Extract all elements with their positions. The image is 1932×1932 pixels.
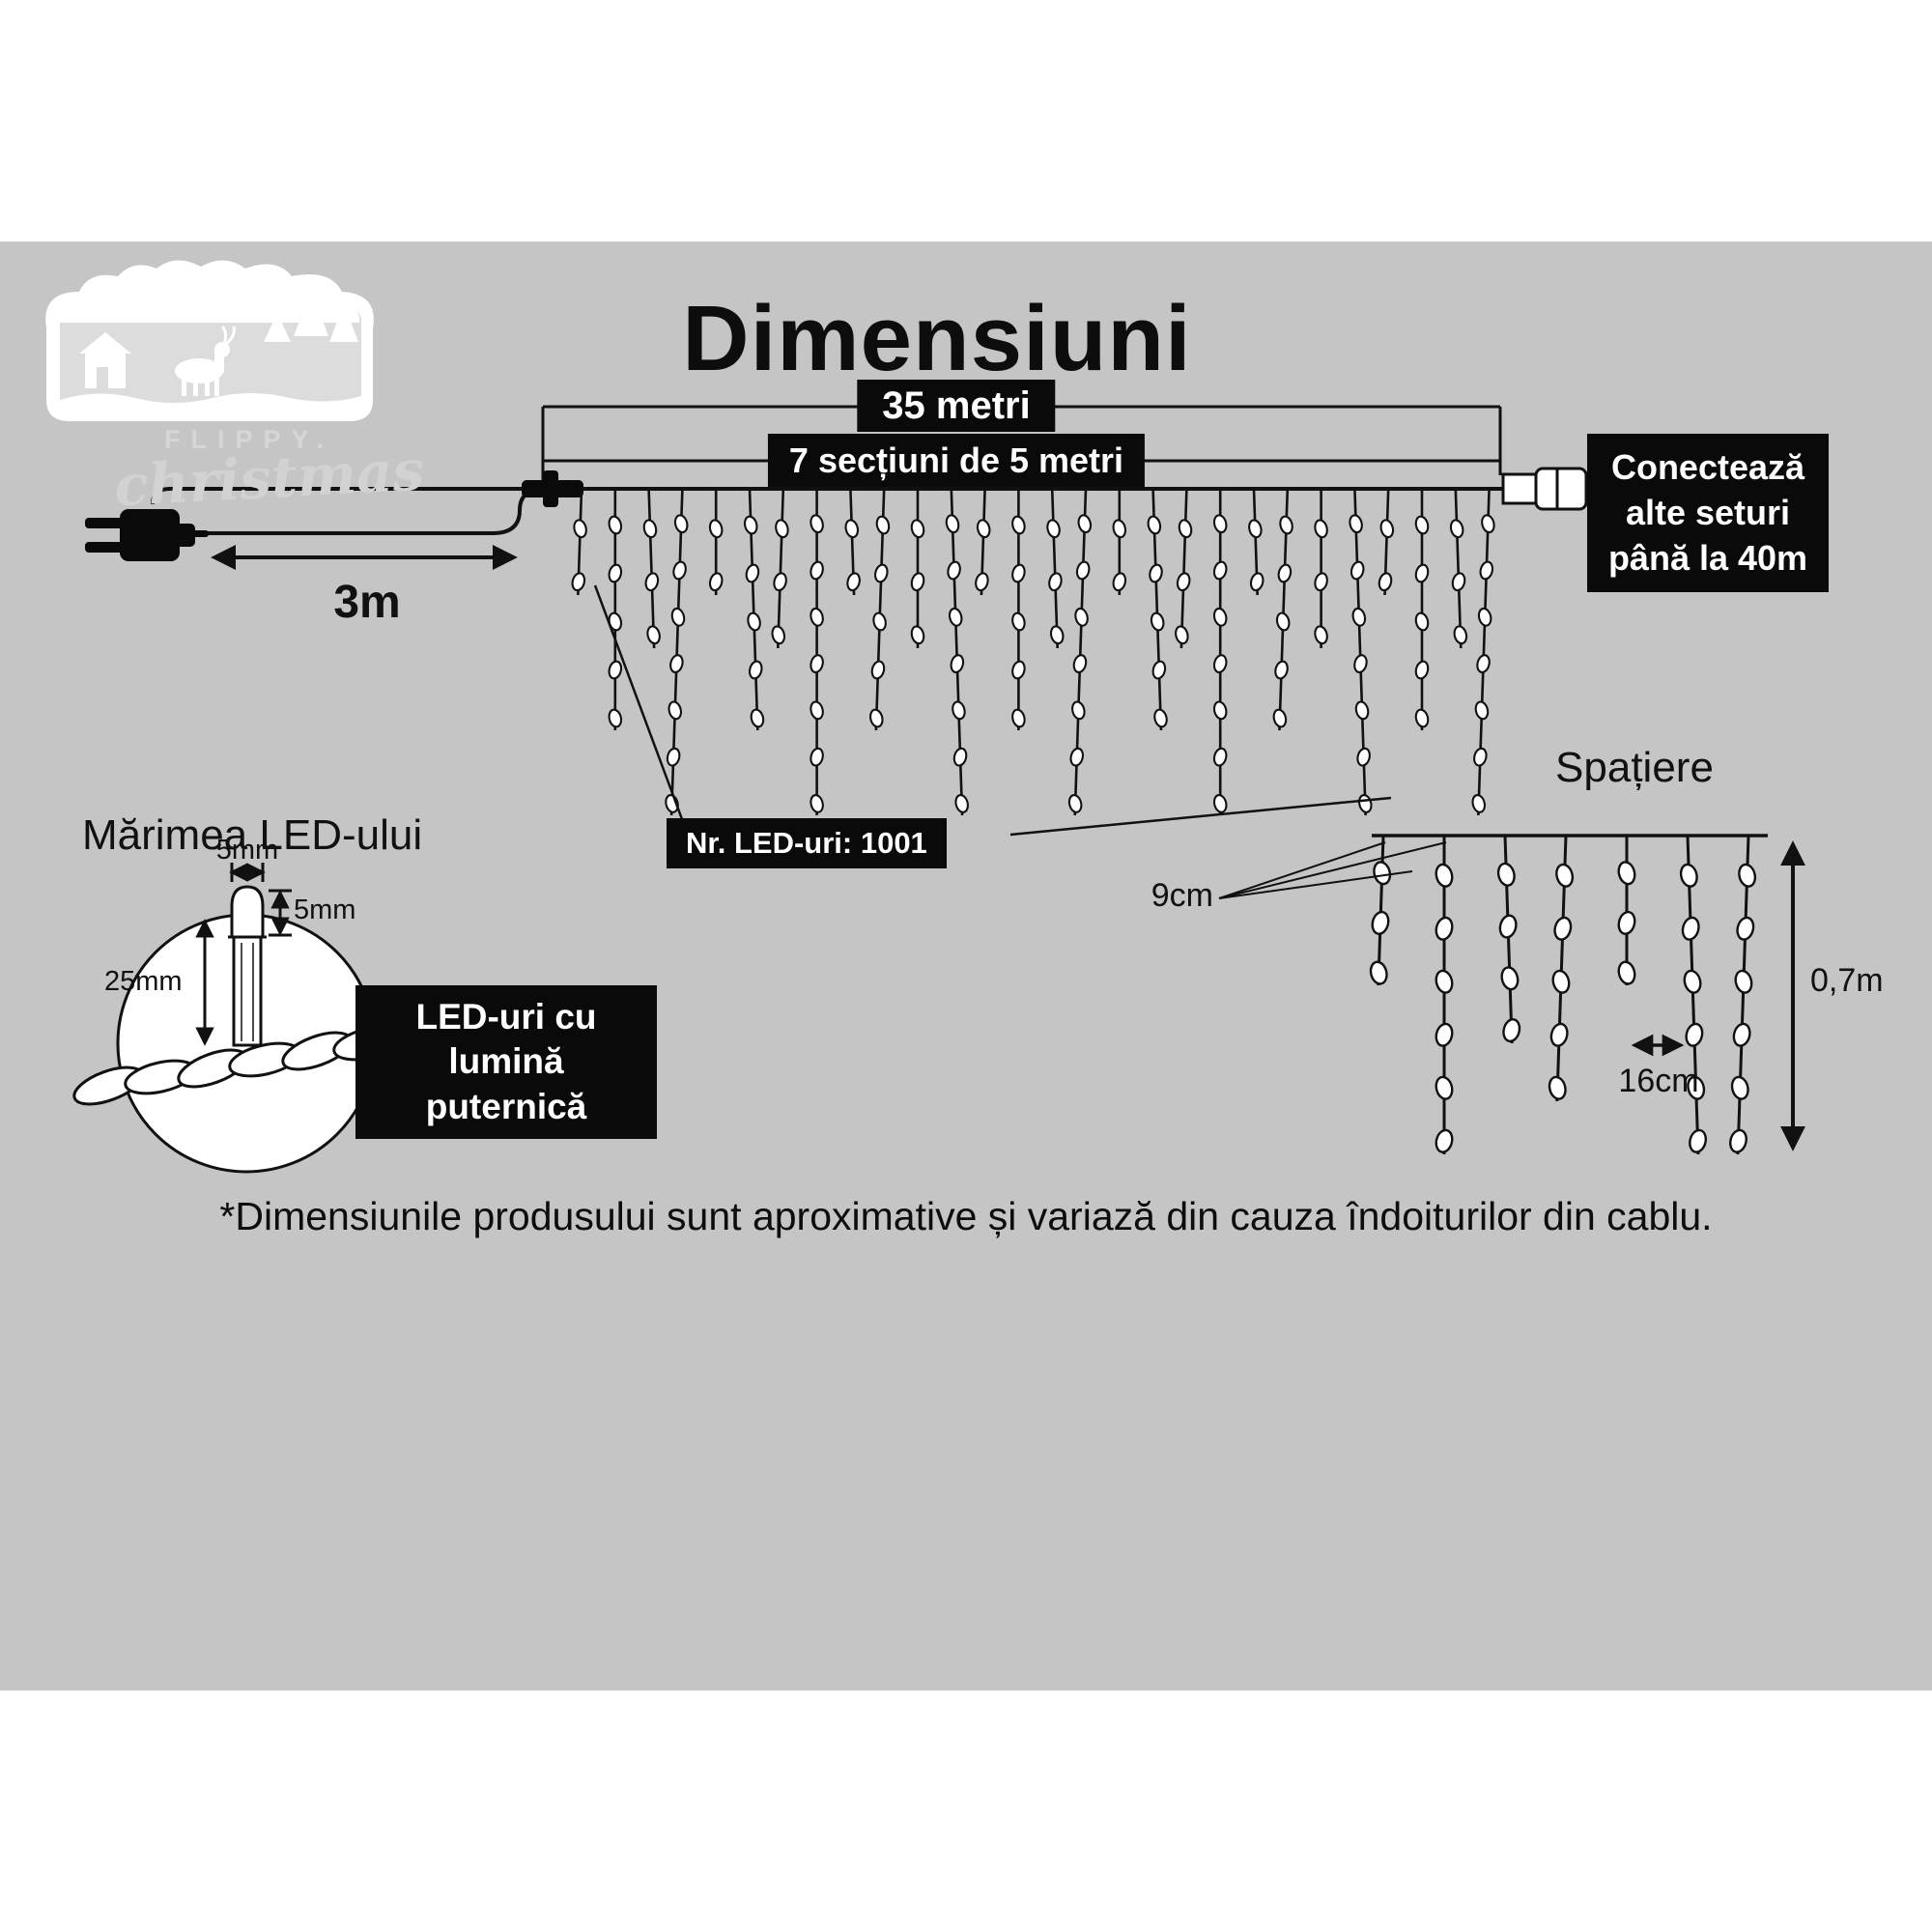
led-brightness-line2: puternică bbox=[425, 1086, 587, 1126]
connect-note-line1: Conectează bbox=[1610, 447, 1805, 487]
led-brightness-badge: LED-uri cu lumină puternică bbox=[355, 985, 657, 1139]
led-brightness-line1: LED-uri cu lumină bbox=[415, 997, 597, 1082]
led-width-label: 5mm bbox=[215, 835, 279, 866]
connect-note-badge: Conectează alte seturi până la 40m bbox=[1587, 434, 1829, 593]
led-spacing-label: 16cm bbox=[1618, 1063, 1699, 1099]
lead-length-label: 3m bbox=[333, 577, 401, 628]
total-length-badge: 35 metri bbox=[857, 380, 1056, 432]
drop-spacing-label: 9cm bbox=[1151, 877, 1213, 914]
footnote-text: *Dimensiunile produsului sunt aproximati… bbox=[219, 1194, 1713, 1238]
sections-badge: 7 secțiuni de 5 metri bbox=[767, 434, 1146, 487]
page-title: Dimensiuni bbox=[682, 287, 1192, 390]
power-plug-icon bbox=[85, 509, 209, 561]
icicle-curtain-spacing bbox=[1369, 835, 1757, 1155]
led-size-section-title: Mărimea LED-ului bbox=[82, 811, 423, 859]
led-count-badge: Nr. LED-uri: 1001 bbox=[667, 818, 947, 868]
led-body-height-label: 25mm bbox=[104, 966, 183, 997]
total-length-label: 35 metri bbox=[882, 384, 1031, 427]
led-head-height-label: 5mm bbox=[294, 895, 356, 925]
led-count-label: Nr. LED-uri: 1001 bbox=[686, 826, 927, 860]
connect-note-line2: alte seturi bbox=[1625, 492, 1791, 532]
led-dimension-arrows bbox=[195, 863, 292, 1046]
extension-connector-icon bbox=[1501, 467, 1588, 511]
icicle-curtain-main bbox=[571, 488, 1495, 816]
led-count-pointer-lines bbox=[593, 584, 1392, 837]
inline-connector-icon bbox=[522, 470, 583, 507]
led-bulb-icon bbox=[228, 885, 267, 1047]
spacing-section-title: Spațiere bbox=[1555, 744, 1714, 791]
connect-note-line3: până la 40m bbox=[1607, 537, 1808, 578]
logo-brand-text: FLIPPY. bbox=[163, 425, 335, 454]
sections-label: 7 secțiuni de 5 metri bbox=[788, 440, 1124, 480]
brand-logo-scene-icon bbox=[45, 260, 374, 421]
drop-height-label: 0,7m bbox=[1810, 962, 1884, 999]
drop-spacing-pointer-lines bbox=[1218, 841, 1447, 899]
